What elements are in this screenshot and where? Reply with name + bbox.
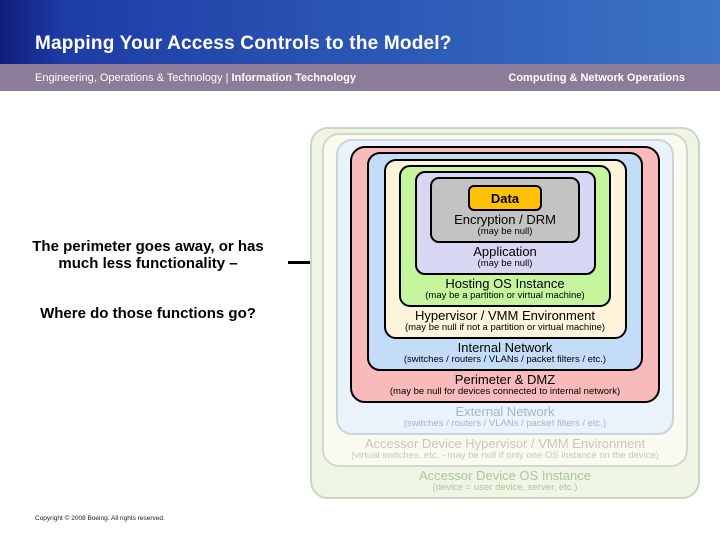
org-breadcrumb: Engineering, Operations & Technology | I… <box>35 72 356 84</box>
layer-perimeter-dmz-label: Perimeter & DMZ (may be null for devices… <box>389 372 621 397</box>
layer-encryption-drm: Data Encryption / DRM (may be null) <box>430 177 580 243</box>
layer-perimeter-dmz: Data Encryption / DRM (may be null) <box>350 146 660 403</box>
layer-accessor-device-os-instance: Data Encryption / DRM (may be null) <box>310 127 700 499</box>
title-bar: Mapping Your Access Controls to the Mode… <box>0 0 720 64</box>
layer-hypervisor-vmm-label: Hypervisor / VMM Environment (may be nul… <box>404 308 606 333</box>
org-name: Engineering, Operations & Technology | <box>35 71 229 84</box>
note-statement: The perimeter goes away, or has much les… <box>32 238 264 272</box>
org-department: Computing & Network Operations <box>508 71 685 84</box>
layer-external-network: Data Encryption / DRM (may be null) <box>336 139 674 435</box>
layered-access-model-diagram: Data Encryption / DRM (may be null) <box>310 127 700 499</box>
copyright-text: Copyright © 2008 Boeing. All rights rese… <box>35 515 165 522</box>
layer-data-label: Data <box>490 191 520 206</box>
org-division: Information Technology <box>231 71 356 84</box>
annotation-note: The perimeter goes away, or has much les… <box>12 238 284 322</box>
layer-accessor-device-hypervisor: Data Encryption / DRM (may be null) <box>322 133 688 467</box>
layer-hosting-os-instance: Data Encryption / DRM (may be null) <box>399 165 611 307</box>
layer-external-network-label: External Network (switches / routers / V… <box>403 404 607 429</box>
note-question: Where do those functions go? <box>40 305 256 322</box>
layer-hypervisor-vmm: Data Encryption / DRM (may be null) <box>383 159 627 339</box>
layer-hosting-os-instance-label: Hosting OS Instance (may be a partition … <box>425 276 585 301</box>
layer-internal-network: Data Encryption / DRM (may be null) <box>367 152 643 371</box>
subtitle-bar: Engineering, Operations & Technology | I… <box>0 64 720 91</box>
layer-data: Data <box>468 185 542 211</box>
layer-accessor-device-os-instance-label: Accessor Device OS Instance (device = us… <box>419 468 591 493</box>
layer-encryption-drm-label: Encryption / DRM (may be null) <box>454 212 556 237</box>
layer-internal-network-label: Internal Network (switches / routers / V… <box>403 340 607 365</box>
layer-application: Data Encryption / DRM (may be null) <box>414 171 596 275</box>
slide-title: Mapping Your Access Controls to the Mode… <box>35 33 452 54</box>
layer-application-label: Application (may be null) <box>473 244 537 269</box>
layer-accessor-device-hypervisor-label: Accessor Device Hypervisor / VMM Environ… <box>351 436 659 461</box>
